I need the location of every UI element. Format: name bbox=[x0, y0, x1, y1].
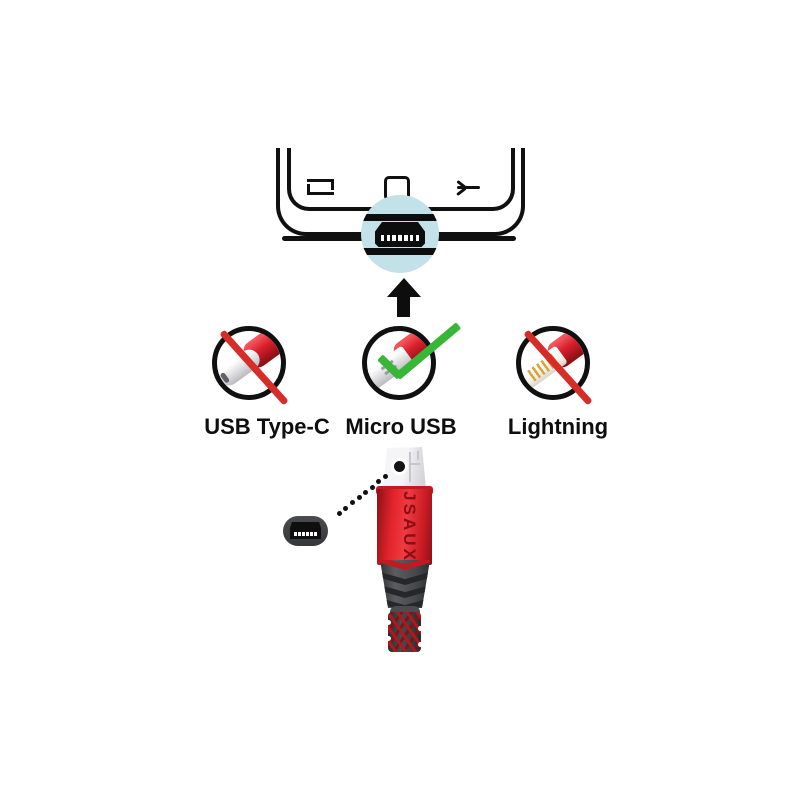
pointer-dot bbox=[370, 485, 375, 490]
badge-micro-usb-art bbox=[367, 331, 431, 395]
micro-usb-metal-tip bbox=[383, 447, 426, 490]
braid-notch bbox=[418, 626, 423, 631]
pointer-dot bbox=[383, 474, 388, 479]
housing-chevron-red bbox=[380, 560, 430, 570]
pointer-dot bbox=[350, 500, 355, 505]
phone-edge-magnified-top bbox=[361, 214, 439, 221]
port-highlight-circle bbox=[361, 195, 439, 273]
badge-micro-usb bbox=[362, 322, 462, 400]
label-micro-usb: Micro USB bbox=[345, 414, 457, 439]
back-icon bbox=[456, 179, 482, 196]
recents-icon bbox=[306, 179, 334, 195]
braided-cable bbox=[386, 612, 423, 652]
connector-etch-line bbox=[409, 452, 411, 482]
back-icon-shaft bbox=[457, 186, 480, 190]
pointer-dot bbox=[363, 490, 368, 495]
micro-usb-port-icon bbox=[375, 222, 425, 247]
pointer-dot bbox=[343, 506, 348, 511]
phone-edge-magnified-bottom bbox=[361, 248, 439, 255]
connector-hole bbox=[391, 458, 408, 475]
up-arrow-shaft bbox=[397, 295, 410, 317]
badge-usb-type-c bbox=[212, 326, 289, 406]
recents-icon-top-stroke bbox=[307, 179, 334, 190]
brand-logo: JSAUX bbox=[399, 491, 419, 563]
micro-usb-port-graphic bbox=[283, 516, 328, 546]
connector-etch-line bbox=[411, 463, 420, 465]
pointer-dot bbox=[357, 495, 362, 500]
label-lightning: Lightning bbox=[507, 414, 609, 439]
relief-chevron bbox=[380, 572, 430, 585]
relief-chevron bbox=[380, 585, 430, 598]
badge-lightning bbox=[516, 326, 593, 406]
pointer-dot bbox=[376, 479, 381, 484]
pointer-dot bbox=[337, 511, 342, 516]
braid-notch bbox=[386, 620, 391, 625]
cable-housing: JSAUX bbox=[377, 489, 432, 565]
strain-relief bbox=[380, 560, 430, 608]
connector-etch-line bbox=[417, 451, 419, 460]
up-arrow-icon bbox=[387, 278, 421, 297]
braid-notch bbox=[386, 636, 391, 641]
braid-notch bbox=[418, 642, 423, 647]
port-cavity bbox=[290, 522, 321, 539]
recents-icon-bottom-stroke bbox=[307, 184, 334, 195]
label-usb-type-c: USB Type-C bbox=[204, 414, 330, 439]
